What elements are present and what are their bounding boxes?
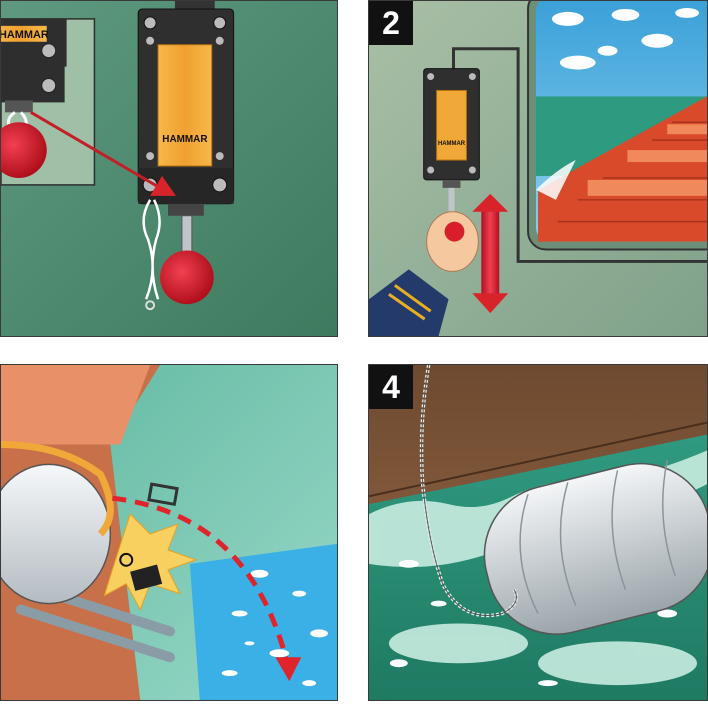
panel-2-illustration: HAMMAR [369, 1, 707, 336]
panel-1-release-close-up: HAMMAR HAMMAR [0, 0, 338, 337]
panel-1-illustration: HAMMAR HAMMAR [1, 1, 337, 336]
panel-3-illustration [1, 365, 337, 700]
wheelhouse-window [527, 1, 707, 251]
panel-3-raft-launch [0, 364, 338, 701]
pointer-arrow [30, 111, 176, 196]
inflating-liferaft [483, 460, 707, 635]
painter-line-outline [421, 365, 517, 616]
panel-4-illustration [369, 365, 707, 700]
hand-pulling-handle [369, 211, 479, 336]
panel-number: 4 [369, 365, 413, 409]
unit2-brand-label: HAMMAR [438, 141, 466, 147]
inset-brand-label: HAMMAR [1, 29, 49, 41]
up-down-arrow [472, 193, 509, 314]
panel-number: 2 [369, 1, 413, 45]
drop-trajectory-arrow [112, 495, 302, 682]
liferaft-canister [1, 441, 179, 605]
panel-4-raft-inflating: 4 [368, 364, 708, 701]
panel-2-manual-release: HAMMAR 2 [368, 0, 708, 337]
release-unit: HAMMAR [423, 68, 480, 218]
hydrostatic-valve [119, 552, 163, 591]
unit-brand-label: HAMMAR [162, 134, 207, 145]
inset-detail: HAMMAR [1, 18, 96, 186]
